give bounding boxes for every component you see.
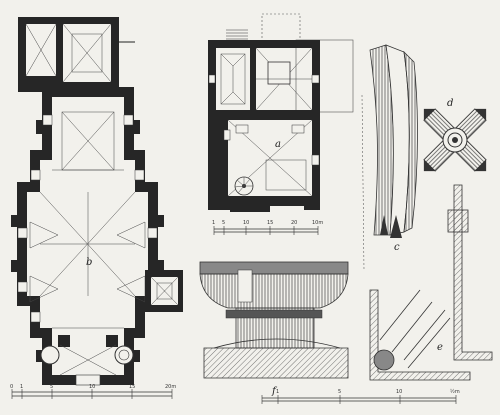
figure-label-a: a — [275, 139, 281, 150]
figure-label-c: c — [394, 242, 400, 253]
buttresses — [11, 120, 164, 362]
scale-a-tick-1: 5 — [222, 220, 225, 226]
scale-bar-b: 0 1 5 10 15 20m — [10, 384, 176, 399]
tower-plan — [18, 17, 135, 92]
church-plan-b: b — [11, 17, 183, 386]
scale-b-tick-0: 0 — [10, 384, 13, 390]
scale-f-tick-0: 1 — [276, 389, 279, 395]
scale-a-tick-2: 10 — [243, 220, 249, 226]
scale-b-tick-2: 5 — [50, 384, 53, 390]
scale-a-tick-3: 15 — [267, 220, 273, 226]
scale-f-tick-3: ½m — [450, 388, 460, 395]
window-openings — [17, 114, 158, 323]
spiral-stair — [234, 176, 254, 196]
figure-label-e: e — [437, 342, 443, 353]
scale-a-tick-0: 1 — [212, 220, 215, 226]
west-piers — [40, 335, 134, 386]
rib-section-c: c — [361, 44, 418, 271]
scale-bar-a: 1 5 10 15 20 10m — [212, 220, 323, 235]
scale-b-tick-4: 15 — [129, 384, 135, 390]
corner-profile-e: e — [369, 184, 493, 381]
scale-f-tick-1: 5 — [338, 389, 341, 395]
figure-label-b: b — [86, 257, 92, 268]
scale-b-tick-5: 20m — [165, 384, 176, 390]
font-elevation-f: f — [199, 261, 349, 397]
scale-a-tick-5: 10m — [312, 220, 323, 226]
scale-f-tick-2: 10 — [396, 389, 402, 395]
figure-label-d: d — [447, 98, 453, 109]
side-chapel — [145, 270, 183, 312]
church-plan-a: a — [208, 13, 354, 212]
scale-bar-f: 1 5 10 ½m — [261, 388, 460, 404]
figure-label-f: f — [271, 386, 278, 397]
scale-a-tick-4: 20 — [291, 220, 297, 226]
scale-b-tick-1: 1 — [20, 384, 23, 390]
scale-b-tick-3: 10 — [89, 384, 95, 390]
rib-cross-d: d — [423, 98, 487, 172]
